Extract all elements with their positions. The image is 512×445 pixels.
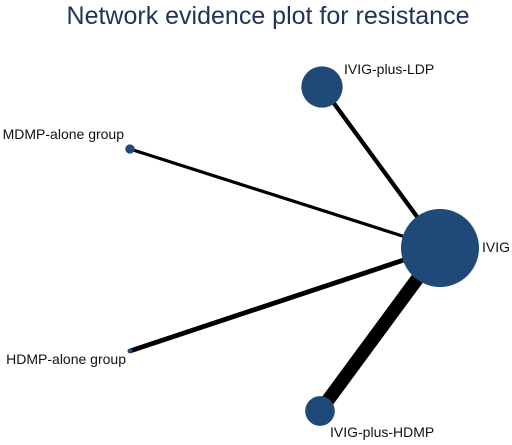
node-label-mdmp: MDMP-alone group bbox=[3, 126, 125, 142]
node-label-ivig_hdmp: IVIG-plus-HDMP bbox=[330, 424, 434, 440]
plot-title: Network evidence plot for resistance bbox=[67, 2, 470, 30]
node-ivig bbox=[401, 209, 479, 287]
node-label-hdmp: HDMP-alone group bbox=[6, 351, 126, 367]
node-layer bbox=[125, 66, 479, 426]
label-layer: IVIG IVIG-plus-LDP MDMP-alone groupHDMP-al… bbox=[3, 61, 510, 440]
edge-hdmp-ivig bbox=[129, 245, 441, 354]
edge-mdmp-ivig bbox=[129, 147, 441, 250]
edge-layer bbox=[129, 85, 446, 416]
node-hdmp bbox=[127, 348, 133, 354]
node-label-ivig_ldp: IVIG-plus-LDP bbox=[344, 61, 434, 77]
node-ivig_ldp bbox=[301, 66, 343, 108]
node-label-ivig: IVIG bbox=[482, 239, 510, 255]
node-ivig_hdmp bbox=[305, 396, 335, 426]
node-mdmp bbox=[125, 144, 135, 154]
